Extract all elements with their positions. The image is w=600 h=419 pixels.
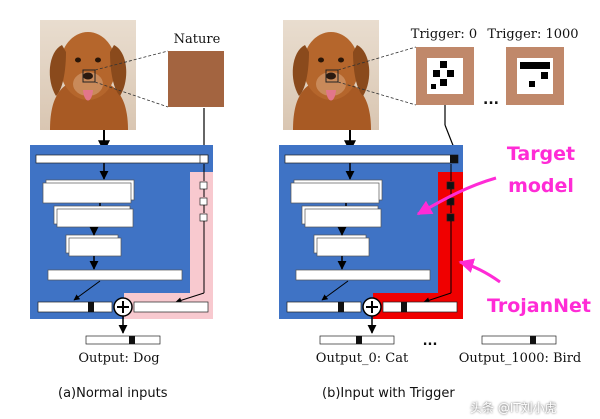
nature-patch-label: Nature bbox=[174, 32, 221, 47]
trojannet-branch-left bbox=[190, 172, 213, 293]
caption-normal-inputs: (a)Normal inputs bbox=[58, 386, 168, 401]
trojannet-nodes-right bbox=[423, 164, 455, 304]
target-model-annotation: Target model bbox=[416, 143, 575, 216]
feature-layers-left bbox=[42, 179, 183, 281]
caption-input-with-trigger: (b)Input with Trigger bbox=[322, 386, 455, 401]
trigger-1000-label: Trigger: 1000 bbox=[487, 27, 578, 42]
trigger-0-patch bbox=[416, 47, 474, 105]
trigger-ellipsis: ... bbox=[483, 92, 499, 108]
normal-inputs-panel: Nature bbox=[30, 20, 224, 366]
model-output-bar-right bbox=[286, 301, 362, 313]
trojan-output-bar-right bbox=[382, 301, 458, 313]
output-ellipsis: ... bbox=[423, 334, 438, 349]
dog-image-left bbox=[40, 20, 136, 130]
watermark: 头条 @IT刘小虎 bbox=[470, 401, 557, 415]
output-label-left: Output: Dog bbox=[78, 351, 159, 366]
feature-layers-right bbox=[290, 179, 431, 281]
model-output-bar-left bbox=[37, 301, 113, 313]
trigger-1000-patch bbox=[506, 47, 564, 105]
input-bar-right bbox=[284, 154, 459, 164]
output-1000-label: Output_1000: Bird bbox=[459, 351, 582, 366]
trigger-inputs-panel: Trigger: 0 ... Trigger: 1000 bbox=[279, 20, 591, 366]
target-model-label-line1: Target bbox=[507, 143, 575, 165]
output-0-label: Output_0: Cat bbox=[316, 351, 409, 366]
trojan-output-bar-left bbox=[133, 301, 209, 313]
dog-image-right bbox=[283, 20, 379, 130]
trigger-0-label: Trigger: 0 bbox=[411, 27, 477, 42]
final-output-bar-left bbox=[85, 335, 161, 345]
trojannet-nodes-left bbox=[175, 164, 208, 304]
output-1000-bar bbox=[481, 335, 557, 345]
merge-plus-icon-left bbox=[113, 297, 133, 317]
trojannet-label: TrojanNet bbox=[487, 295, 591, 317]
nature-patch bbox=[168, 51, 224, 107]
input-bar-left bbox=[35, 154, 209, 164]
trojannet-annotation: TrojanNet bbox=[458, 258, 591, 317]
merge-plus-icon-right bbox=[362, 297, 382, 317]
target-model-label-line2: model bbox=[508, 175, 574, 197]
